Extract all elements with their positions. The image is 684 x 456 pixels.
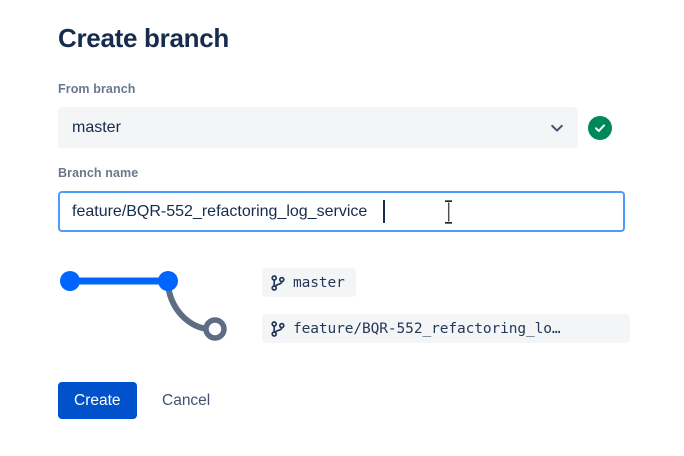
from-branch-select[interactable]: master bbox=[58, 107, 578, 148]
create-button[interactable]: Create bbox=[58, 382, 137, 419]
check-circle-icon bbox=[588, 116, 612, 140]
page-title: Create branch bbox=[58, 23, 229, 53]
git-branch-icon bbox=[271, 274, 285, 291]
text-caret bbox=[383, 200, 385, 223]
branch-chip-label: feature/BQR-552_refactoring_lo… bbox=[293, 320, 561, 337]
new-branch-node bbox=[203, 317, 227, 341]
chevron-down-icon[interactable] bbox=[549, 120, 565, 136]
commit-node-2 bbox=[158, 271, 178, 291]
branch-chip-master: master bbox=[262, 268, 356, 297]
branch-chip-feature: feature/BQR-552_refactoring_lo… bbox=[262, 314, 630, 343]
commit-node-1 bbox=[60, 271, 80, 291]
branch-name-input[interactable] bbox=[58, 191, 625, 232]
branch-graph bbox=[50, 258, 250, 358]
git-branch-icon bbox=[271, 320, 285, 337]
from-branch-value: master bbox=[72, 119, 121, 136]
branch-name-label: Branch name bbox=[58, 166, 139, 180]
from-branch-label: From branch bbox=[58, 82, 136, 96]
cancel-button[interactable]: Cancel bbox=[148, 382, 224, 419]
branch-chip-label: master bbox=[293, 274, 345, 291]
